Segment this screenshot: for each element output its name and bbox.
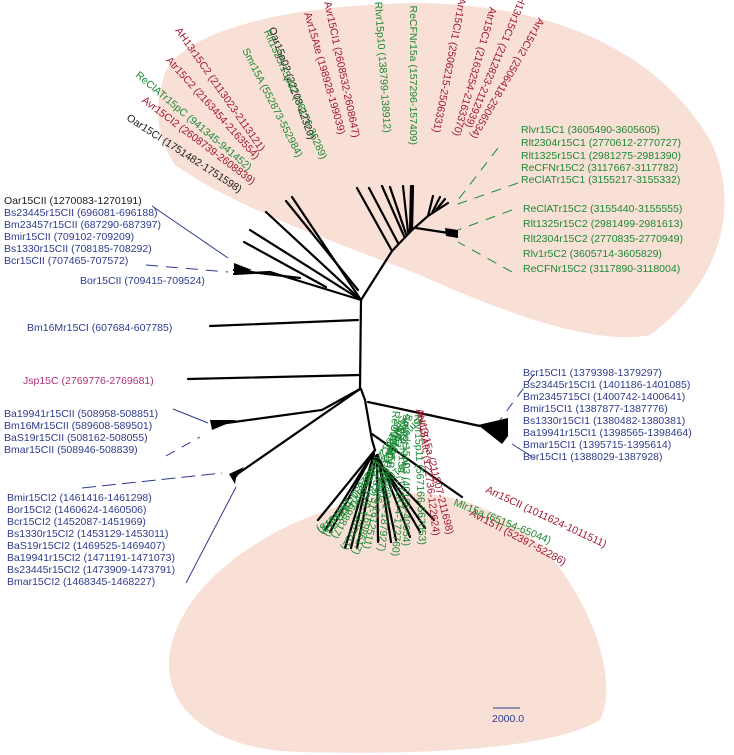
leaf-label: Bor15CI2 (1460624-1460506): [7, 504, 147, 516]
leaf-label: Rlt2304r15C1 (2770612-2770727): [521, 137, 681, 149]
right-labels: Bcr15CI1 (1379398-1379297) Bs23445r15CI1…: [521, 124, 692, 463]
jsp-branch: [186, 373, 362, 381]
leader-lines: [81, 147, 535, 584]
leaf-label: Bs1330r15CI2 (1453129-1453011): [7, 528, 169, 540]
leaf-label: Bor15CII (709415-709524): [80, 275, 205, 287]
leaf-label: Bmir15CI1 (1387877-1387776): [523, 403, 668, 415]
leaf-label: Bm23457r15CII (687290-687397): [4, 219, 161, 231]
leaf-label: Bmar15CII (508946-508839): [4, 444, 138, 456]
leaf-label: ReCFNr15C2 (3117667-3117782): [521, 162, 678, 174]
leaf-label: Bcr15CII (707465-707572): [4, 255, 128, 267]
leaf-label: Bmir15CI2 (1461416-1461298): [7, 492, 152, 504]
leaf-label: Bs1330r15CI1 (1380482-1380381): [523, 415, 685, 427]
scale-bar-label: 2000.0: [492, 713, 524, 725]
leaf-label: Bmar15CI1 (1395715-1395614): [523, 439, 671, 451]
leaf-label: ReCFNr15C2 (3117890-3118004): [523, 263, 680, 275]
leaf-label: Bs1330r15CII (708185-708292): [4, 243, 152, 255]
leaf-label: Smedr15p03 (40165-40054): [400, 414, 412, 546]
leaf-label: Rlt1325r15C1 (2981275-2981390): [521, 150, 681, 162]
lower-clade-highlight: [168, 493, 607, 753]
leaf-label: Ba19941r15CI1 (1398565-1398464): [523, 427, 692, 439]
leaf-label: Rlvr15C1 (3605490-3605605): [521, 124, 660, 136]
leaf-label: BaS19r15CI2 (1469525-1469407): [7, 540, 165, 552]
leaf-label: ReClATr15C2 (3155440-3155555): [523, 203, 682, 215]
leaf-label: Bmir15CII (709102-709209): [4, 231, 134, 243]
leaf-label: Ba19941r15CII (508958-508851): [4, 408, 158, 420]
leaf-label: Bmar15CI2 (1468345-1468227): [7, 576, 155, 588]
bm16-branch: [208, 318, 360, 328]
leaf-label: Bcr15CI2 (1452087-1451969): [7, 516, 146, 528]
leaf-label: Rlv1r5C2 (3605714-3605829): [523, 248, 662, 260]
left-labels: Oar15CII (1270083-1270191) Bs23445r15CII…: [4, 195, 205, 588]
leaf-label: Bs23445r15CII (696081-696188): [4, 207, 158, 219]
upper-clade-highlight: [158, 3, 725, 338]
tree-branches: [186, 184, 508, 550]
leaf-label: Bs23445r15CI2 (1473909-1473791): [7, 564, 175, 576]
leaf-label: BaS19r15CII (508162-508055): [4, 432, 148, 444]
leaf-label: Oar15CII (1270083-1270191): [4, 195, 142, 207]
leaf-label: Ba19941r15CI2 (1471191-1471073): [7, 552, 175, 564]
leaf-label: Rlvr15p11 (567166-567053): [411, 414, 428, 545]
leaf-label: Rlt1325r15C2 (2981499-2981613): [523, 218, 683, 230]
leaf-label: Bs23445r15CI1 (1401186-1401085): [523, 379, 690, 391]
leaf-label: Jsp15C (2769776-2769681): [23, 375, 154, 387]
leaf-label: Bm16Mr15CI (607684-607785): [27, 322, 172, 334]
leaf-label: Bm2345715CI (1400742-1400641): [523, 391, 685, 403]
leaf-label: Bor15CI1 (1388029-1387928): [523, 451, 663, 463]
leaf-label: Bm16Mr15CII (589608-589501): [4, 420, 152, 432]
leaf-label: Bcr15CI1 (1379398-1379297): [523, 367, 662, 379]
leaf-label: ReClATr15C1 (3155217-3155332): [521, 174, 680, 186]
leaf-label: ReCFNr15a (157296-157409): [407, 6, 419, 146]
backbone-branch: [358, 298, 377, 452]
leaf-label: Rlt2304r15C2 (2770835-2770949): [523, 233, 683, 245]
